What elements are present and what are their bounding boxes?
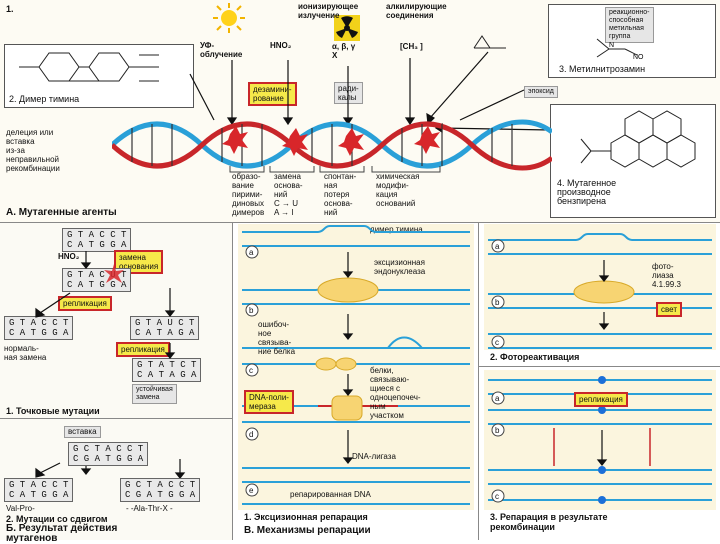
recombination-diagram (488, 376, 712, 504)
replication-2-box: репликация (116, 342, 170, 357)
benzopyrene-title: 4. Мутагенное производное бензпирена (557, 178, 617, 206)
seq-right-shift: G C T A C C T C G A T G G A (120, 478, 201, 502)
dna-polymerase-box: DNA-поли- мераза (244, 390, 294, 414)
nitrosamine-title: 3. Метилнитрозамин (559, 64, 646, 74)
step-c-r: c (495, 492, 499, 501)
ch3-label: [CH₃ ] (400, 42, 423, 51)
uv-label: УФ- облучение (200, 41, 243, 59)
divider-c-right (478, 366, 720, 367)
divider-b (0, 418, 232, 419)
benzopyrene-structure (580, 110, 696, 168)
replication-c-box: репликация (574, 392, 628, 407)
ionizing-label: ионизирующее излучение (298, 2, 359, 20)
excinuclease-label: эксцизионная эндонуклеаза (374, 258, 426, 276)
svg-text:N: N (609, 42, 614, 49)
epoxide-label: эпоксид (524, 86, 558, 98)
alkylating-label: алкилирующие соединения (386, 2, 447, 20)
benzopyrene-box: 4. Мутагенное производное бензпирена (550, 104, 716, 218)
seq-insertion: G C T A C C T C G A T G G A (68, 442, 149, 466)
epoxide-structure (473, 35, 506, 49)
photoreactivation-diagram (488, 233, 712, 349)
hno2-label: HNO₂ (270, 41, 292, 50)
effect-pyrimidine-dimers: образо- вание пирими- диновых димеров (232, 172, 265, 217)
thymine-dimer-title: 2. Димер тимина (9, 94, 80, 104)
photoreactivation-title: 2. Фотореактивация (490, 352, 580, 362)
amino-acids-right: - -Ala-Thr-X - (126, 504, 173, 513)
binding-proteins-label: белки, связываю- щиеся с одноцепочеч- ны… (370, 366, 421, 420)
radiation-types: α, β, γ X (332, 42, 356, 60)
section-b-title: Б. Результат действия мутагенов (6, 523, 118, 544)
seq-top: G T A C C T C A T G G A (62, 228, 132, 252)
radiation-icon (334, 15, 360, 41)
error-prone-label: ошибоч- ное связыва- ние белка (258, 320, 296, 356)
frameshift-title: 2. Мутации со сдвигом (6, 514, 108, 524)
step-c-c: c (249, 366, 253, 375)
step-a-c: a (249, 248, 254, 257)
nitrosamine-box: реакционно- способная метильная группа N… (548, 4, 716, 78)
effect-base-substitution: замена основа- ний C → U A → I (274, 172, 303, 217)
effect-base-loss: спонтан- ная потеря основа- ний (324, 172, 357, 217)
photolyase-label: фото- лиаза 4.1.99.3 (652, 262, 681, 289)
agent-arrows (189, 51, 551, 134)
deletion-label: делеция или вставка из-за неправильной р… (6, 128, 60, 173)
seq-left: G T A C C T C A T G G A (4, 478, 74, 502)
stable-substitution-label: устойчивая замена (132, 384, 177, 404)
divider-v2 (478, 223, 479, 540)
step-b-c: b (249, 306, 254, 315)
mutation-star-icon (104, 264, 124, 283)
dna-helix (112, 119, 552, 171)
section-c-title: В. Механизмы репарации (244, 525, 371, 536)
step-e-c: e (249, 486, 254, 495)
amino-acids-left: Val-Pro- (6, 504, 35, 513)
step-a-p: a (495, 242, 500, 251)
repaired-dna-label: репарированная DNA (290, 490, 371, 499)
step-d-c: d (249, 430, 254, 439)
seq-stable: G T A T C T C A T A G A (132, 358, 202, 382)
step-a-r: a (495, 394, 500, 403)
divider-top (0, 222, 720, 223)
thymine-dimer-c-label: димер тимина (370, 225, 423, 234)
effect-chemical-modification: химическая модифи- кация оснований (376, 172, 420, 208)
point-mutations-title: 1. Точковые мутации (6, 406, 100, 416)
sun-icon (213, 3, 245, 33)
step-c-p: c (495, 338, 499, 347)
thymine-dimer-box: 2. Димер тимина (4, 44, 194, 108)
excision-repair-diagram (242, 225, 470, 505)
effect-brackets (229, 166, 441, 173)
divider-v1 (232, 223, 233, 540)
thymine-dimer-structure (19, 52, 159, 82)
excision-repair-title: 1. Эксцизионная репарация (244, 512, 368, 522)
section-c-background (238, 224, 474, 510)
svg-text:NO: NO (633, 54, 644, 61)
replication-box: репликация (58, 296, 112, 311)
normal-substitution-label: нормаль- ная замена (4, 344, 47, 362)
nitrosamine-structure: N NO (596, 38, 644, 61)
light-box: свет (656, 302, 683, 317)
section-a-title: А. Мутагенные агенты (6, 207, 117, 218)
insertion-label: вставка (64, 426, 101, 438)
reactive-group-label: реакционно- способная метильная группа (605, 7, 654, 43)
recombination-repair-title: 3. Репарация в результате рекомбинации (490, 512, 608, 532)
step-b-r: b (495, 426, 500, 435)
label-1: 1. (6, 4, 14, 14)
ligase-label: DNA-лигаза (352, 452, 396, 461)
seq-right: G T A U C T C A T A G A (130, 316, 200, 340)
hno2-b-label: HNO₂ (58, 252, 80, 261)
step-b-p: b (495, 298, 500, 307)
